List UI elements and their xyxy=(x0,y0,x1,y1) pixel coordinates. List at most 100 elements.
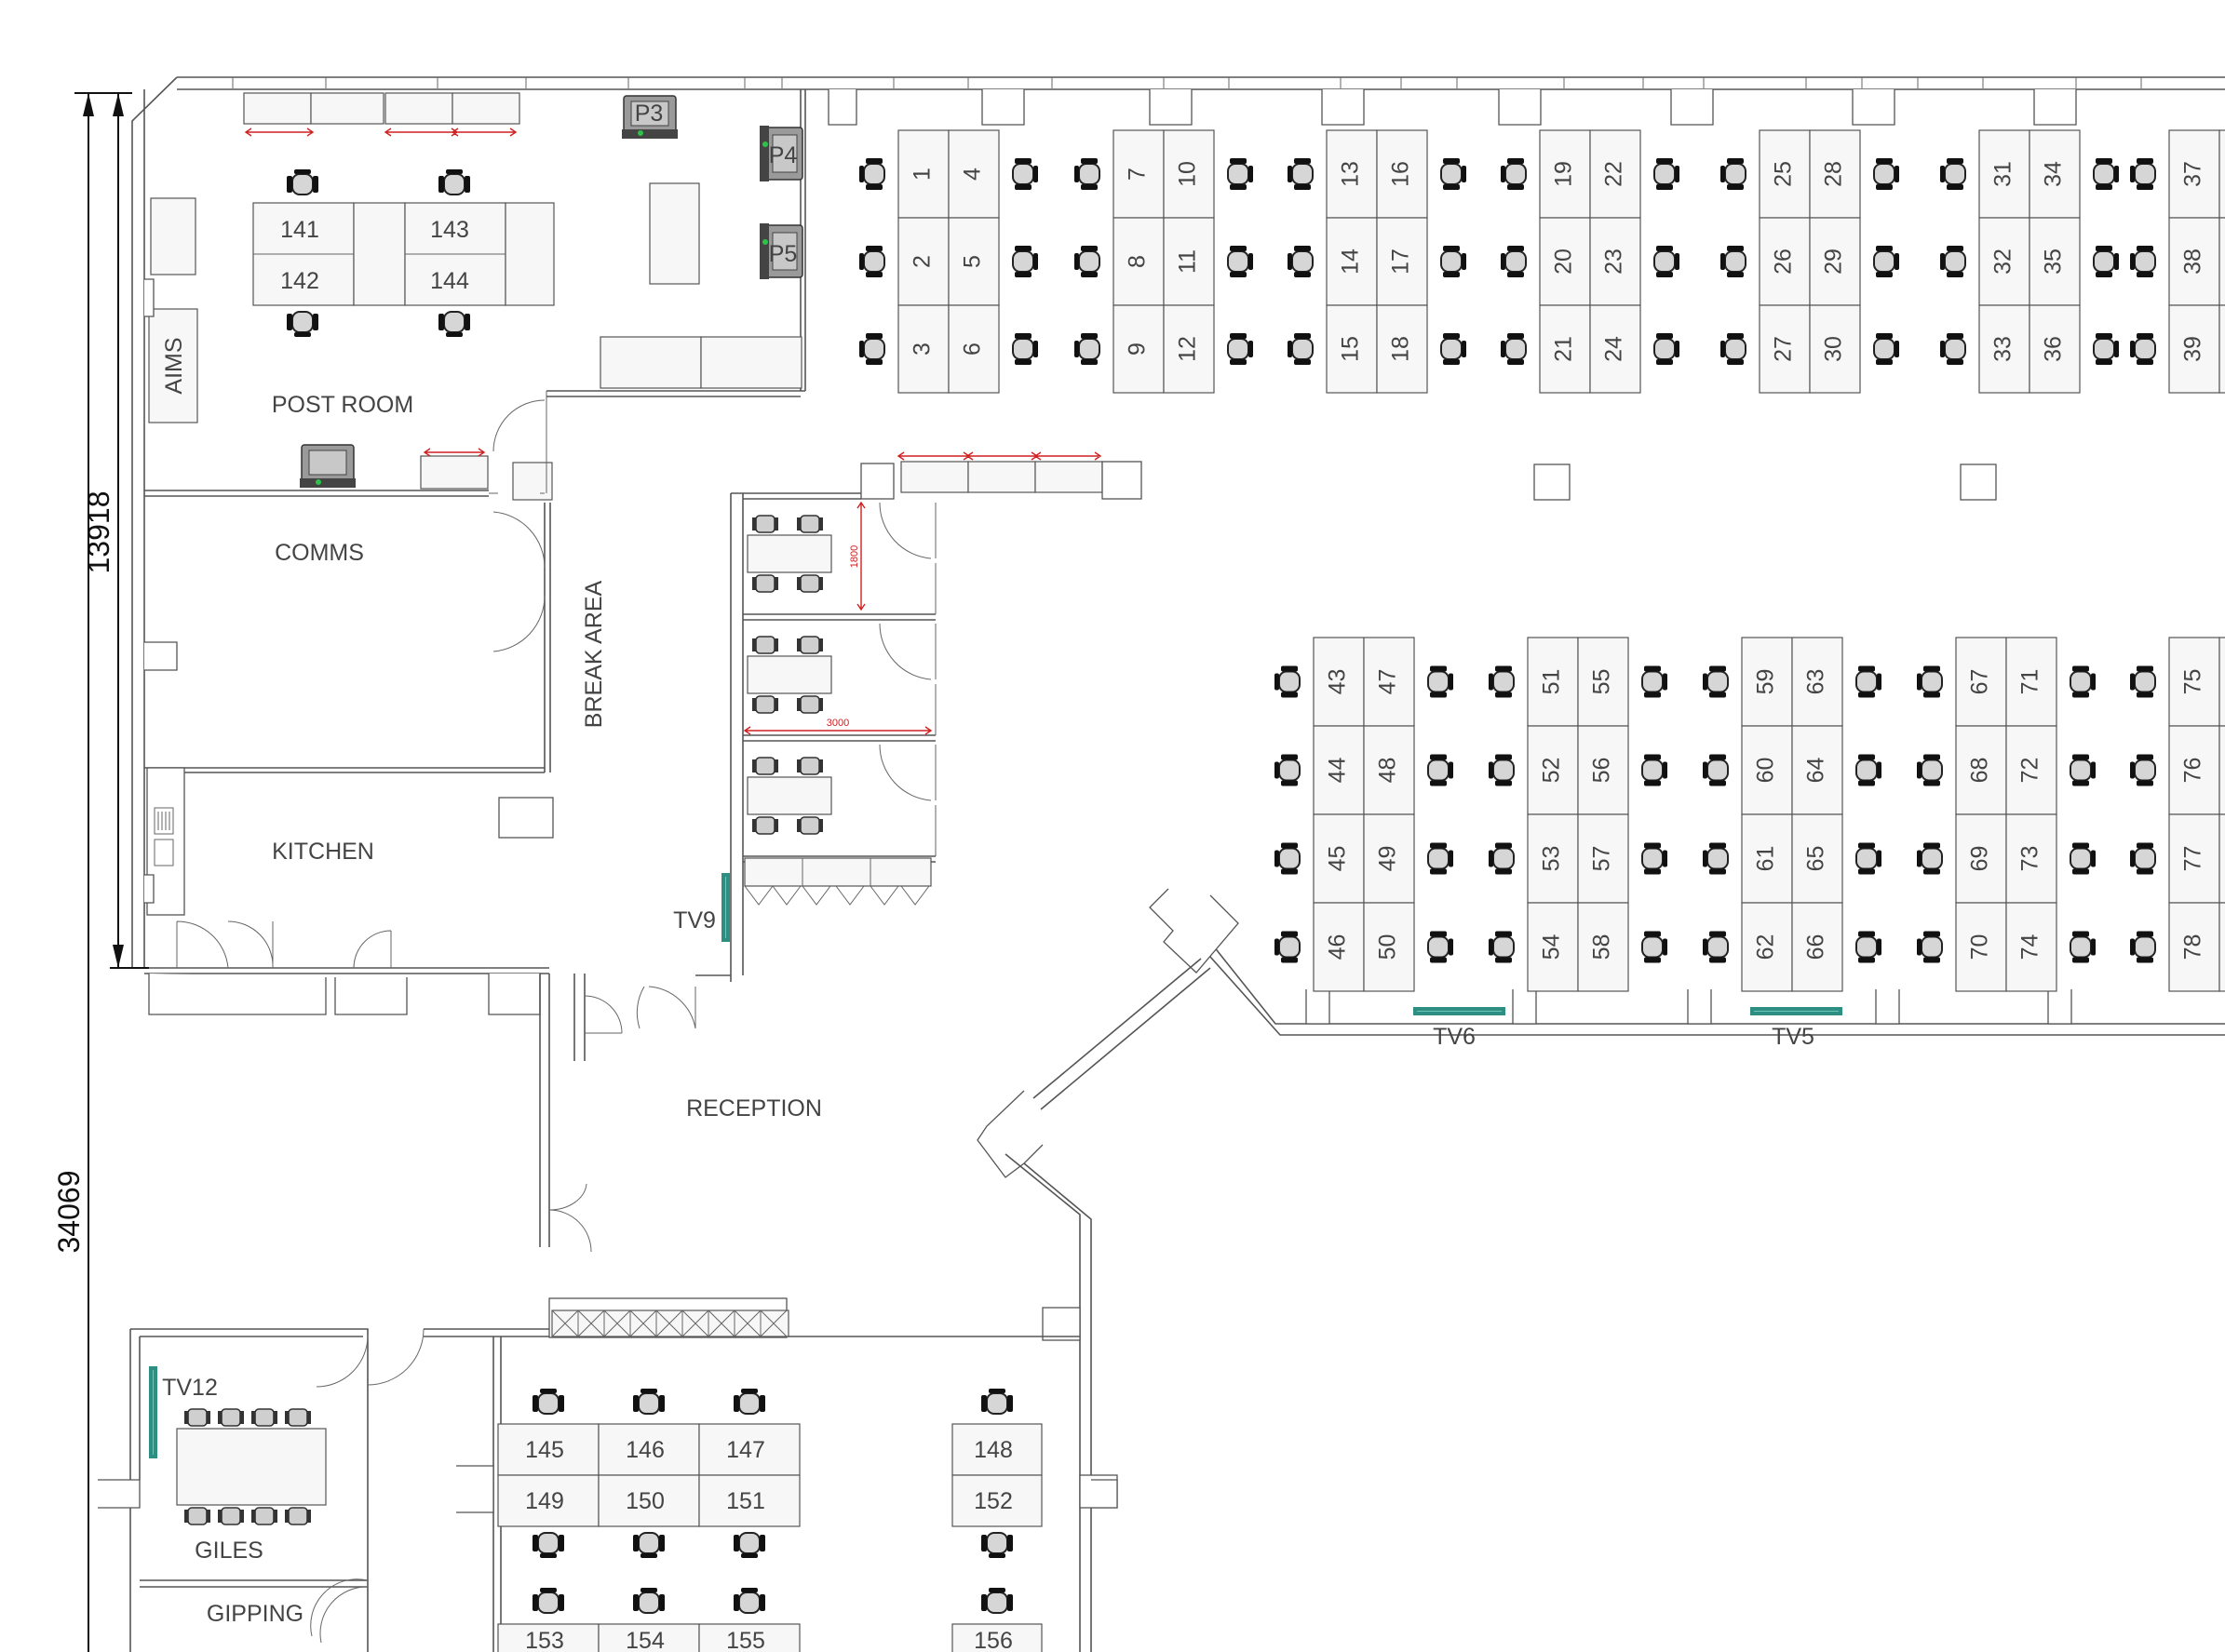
chair xyxy=(1702,841,1729,876)
desk-cell xyxy=(1313,813,1365,904)
chair xyxy=(1287,157,1314,191)
printer-label-p5: P5 xyxy=(769,241,798,267)
desk-50: 50 xyxy=(1375,934,1401,960)
desk-155: 155 xyxy=(726,1628,765,1652)
chair xyxy=(1488,753,1515,787)
chair xyxy=(1916,753,1943,787)
desk-cell xyxy=(2168,217,2220,306)
desk-31: 31 xyxy=(1990,161,2016,187)
desk-cell xyxy=(1112,304,1165,394)
room-label-gipping: GIPPING xyxy=(207,1601,303,1627)
desk-74: 74 xyxy=(2017,934,2043,960)
desk-14: 14 xyxy=(1338,248,1364,275)
desk-cell xyxy=(2168,725,2220,815)
desk-cell xyxy=(1809,217,1861,306)
chair xyxy=(1073,245,1100,278)
desk-63: 63 xyxy=(1803,669,1829,695)
desk-43: 43 xyxy=(1325,669,1351,695)
chair xyxy=(2093,157,2120,191)
desk-cell xyxy=(1759,304,1811,394)
chair xyxy=(1073,332,1100,366)
dimension-3000: 3000 xyxy=(827,718,849,729)
chair xyxy=(1440,245,1467,278)
chair xyxy=(1641,665,1668,699)
desk-cell xyxy=(2218,725,2225,815)
desk-18: 18 xyxy=(1388,336,1414,362)
desk-26: 26 xyxy=(1771,248,1797,275)
desk-20: 20 xyxy=(1551,248,1577,275)
desk-cell xyxy=(1589,129,1641,219)
desk-cell xyxy=(1741,902,1793,992)
desk-39: 39 xyxy=(2180,336,2206,362)
desk-144: 144 xyxy=(430,268,469,294)
chair xyxy=(2129,841,2156,876)
chair xyxy=(1641,930,1668,964)
chair xyxy=(1012,157,1039,191)
desk-149: 149 xyxy=(525,1488,564,1514)
desk-2: 2 xyxy=(910,255,936,268)
chair xyxy=(1427,930,1454,964)
desk-22: 22 xyxy=(1601,161,1627,187)
chair xyxy=(1719,157,1746,191)
desk-29: 29 xyxy=(1821,248,1847,275)
chair xyxy=(2093,332,2120,366)
desk-cell xyxy=(1978,129,2030,219)
chair xyxy=(1702,665,1729,699)
desk-77: 77 xyxy=(2180,846,2206,872)
desk-cell xyxy=(897,129,950,219)
desk-141: 141 xyxy=(280,217,319,243)
desk-25: 25 xyxy=(1771,161,1797,187)
chair xyxy=(1012,332,1039,366)
desk-cell xyxy=(2168,813,2220,904)
chair xyxy=(1427,753,1454,787)
desk-cell xyxy=(1791,902,1843,992)
desk-cell xyxy=(1363,813,1415,904)
room-label-break-area: BREAK AREA xyxy=(581,580,607,728)
desk-cell xyxy=(2005,813,2057,904)
desk-16: 16 xyxy=(1388,161,1414,187)
dimension-1800: 1800 xyxy=(849,545,860,568)
chair xyxy=(1873,332,1900,366)
chair xyxy=(1274,753,1301,787)
printer-label-p3: P3 xyxy=(635,101,664,127)
desk-147: 147 xyxy=(726,1437,765,1463)
chair xyxy=(858,245,885,278)
desk-cell xyxy=(1313,725,1365,815)
desk-54: 54 xyxy=(1539,934,1565,960)
chair xyxy=(1227,332,1254,366)
desk-64: 64 xyxy=(1803,758,1829,784)
chair xyxy=(2093,245,2120,278)
chair xyxy=(1916,930,1943,964)
desk-13: 13 xyxy=(1338,161,1364,187)
desk-cell xyxy=(1112,217,1165,306)
desk-12: 12 xyxy=(1175,336,1201,362)
tv-label-tv12: TV12 xyxy=(162,1375,218,1401)
desk-28: 28 xyxy=(1821,161,1847,187)
desk-148: 148 xyxy=(974,1437,1013,1463)
chair xyxy=(1916,665,1943,699)
desk-cell xyxy=(2029,129,2081,219)
desk-27: 27 xyxy=(1771,336,1797,362)
chair xyxy=(1653,157,1680,191)
desk-5: 5 xyxy=(960,255,986,268)
chair xyxy=(858,157,885,191)
chair xyxy=(1873,245,1900,278)
desk-52: 52 xyxy=(1539,758,1565,784)
chair xyxy=(1274,930,1301,964)
desk-cell xyxy=(1589,217,1641,306)
dimension-total: 34069 xyxy=(52,1171,86,1254)
desk-cell xyxy=(1313,637,1365,727)
desk-1: 1 xyxy=(910,168,936,181)
desk-cell xyxy=(1577,813,1629,904)
chair xyxy=(1287,245,1314,278)
desk-cell xyxy=(1539,304,1591,394)
desk-68: 68 xyxy=(1967,758,1993,784)
chair xyxy=(2129,332,2156,366)
desk-53: 53 xyxy=(1539,846,1565,872)
chair xyxy=(2129,665,2156,699)
desk-cell xyxy=(897,304,950,394)
chair xyxy=(2129,245,2156,278)
desk-23: 23 xyxy=(1601,248,1627,275)
chair xyxy=(1939,245,1966,278)
